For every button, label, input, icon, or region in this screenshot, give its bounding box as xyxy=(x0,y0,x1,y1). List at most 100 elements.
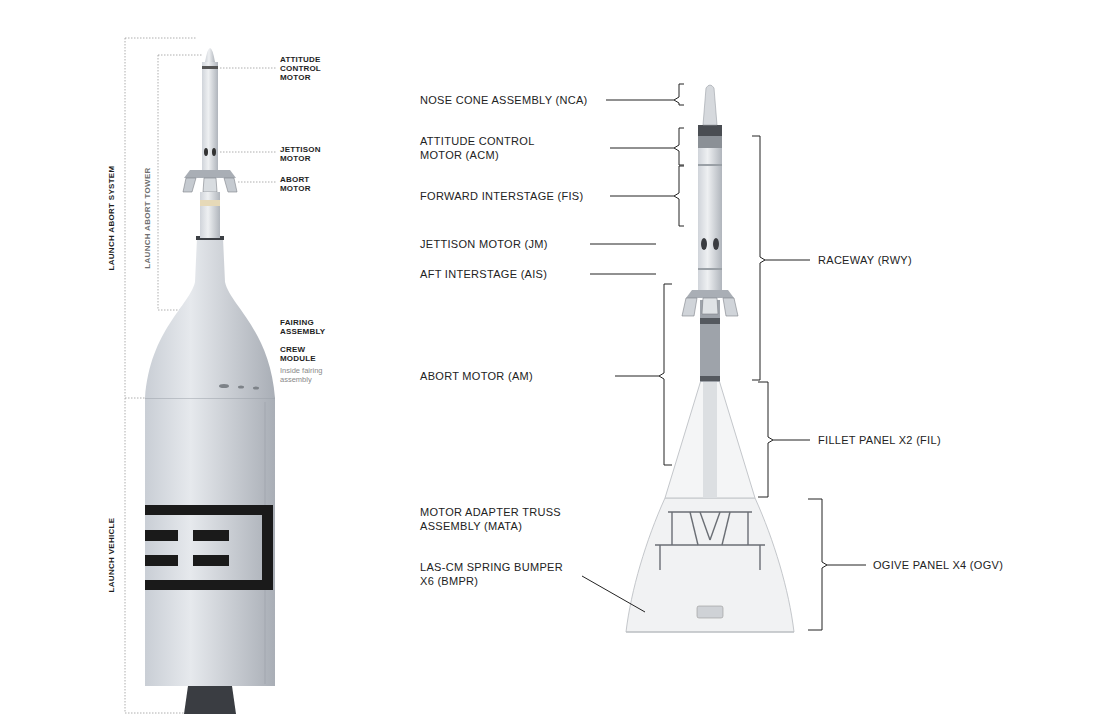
band xyxy=(202,66,218,69)
truss-member xyxy=(710,512,720,540)
leader-line xyxy=(238,182,276,183)
nose-cone xyxy=(703,85,717,125)
truss-member xyxy=(747,512,748,545)
window xyxy=(219,384,229,388)
dimension-line xyxy=(125,38,126,713)
window xyxy=(238,386,244,389)
bracket xyxy=(808,499,827,630)
bracket xyxy=(674,84,684,105)
logo-bar xyxy=(145,555,178,566)
leader-line xyxy=(220,68,276,69)
part-label: RACEWAY (RWY) xyxy=(818,253,968,267)
part-label: CREW MODULE xyxy=(280,345,340,363)
dimension-line xyxy=(158,55,159,310)
bracket xyxy=(758,382,773,497)
band xyxy=(200,200,220,206)
tower-body xyxy=(200,192,220,238)
dimension-tick xyxy=(125,38,196,39)
tower-body xyxy=(202,62,218,170)
truss-member xyxy=(659,545,660,570)
logo-frame xyxy=(145,505,273,590)
dimension-label: LAUNCH ABORT TOWER xyxy=(143,167,152,268)
part-label: FILLET PANEL X2 (FIL) xyxy=(818,433,978,447)
ogive-panel xyxy=(626,498,794,632)
nose-cone xyxy=(205,48,215,62)
bumper-box xyxy=(697,606,723,618)
leader-line xyxy=(610,196,674,197)
abort-ring xyxy=(686,290,734,298)
leader-line xyxy=(220,152,276,153)
tower-body xyxy=(698,135,722,290)
logo-bar xyxy=(145,530,178,541)
abort-nozzle xyxy=(682,298,697,316)
part-label: NOSE CONE ASSEMBLY (NCA) xyxy=(420,93,605,107)
abort-nozzle xyxy=(723,298,738,316)
truss-member xyxy=(700,512,710,540)
leader-line xyxy=(615,376,659,377)
engine-nozzle xyxy=(184,686,236,714)
part-label: JETTISON MOTOR xyxy=(280,145,332,163)
seam xyxy=(698,268,722,270)
part-label: ATTITUDE CONTROL MOTOR xyxy=(280,55,332,82)
jettison-port xyxy=(713,238,719,250)
leader-line xyxy=(606,100,674,101)
jettison-port xyxy=(204,148,208,156)
part-label: ATTITUDE CONTROL MOTOR (ACM) xyxy=(420,134,570,162)
vehicle-body xyxy=(145,398,275,686)
leader-line xyxy=(773,440,810,441)
edge xyxy=(626,631,794,632)
jettison-port xyxy=(701,238,707,250)
logo-bar xyxy=(193,530,229,541)
leader-line xyxy=(582,576,645,612)
dimension-tick xyxy=(125,713,190,714)
truss-member xyxy=(690,512,698,545)
abort-nozzle xyxy=(702,298,718,314)
part-label: ABORT MOTOR xyxy=(280,175,332,193)
band xyxy=(700,376,720,381)
truss-member xyxy=(668,511,752,512)
truss-member xyxy=(655,544,765,545)
fillet-panel xyxy=(665,380,755,498)
part-label: JETTISON MOTOR (JM) xyxy=(420,237,585,251)
truss xyxy=(655,512,765,570)
acm-band xyxy=(698,125,722,136)
leader-line xyxy=(827,565,866,566)
leader-line xyxy=(610,148,674,149)
motor-case xyxy=(703,380,717,498)
part-label: AFT INTERSTAGE (AIS) xyxy=(420,267,585,281)
launch-vehicle xyxy=(145,398,275,714)
leader-lines xyxy=(220,68,276,182)
jettison-port xyxy=(212,148,216,156)
las-exploded xyxy=(626,85,794,632)
fairing-shape xyxy=(145,238,275,398)
bracket xyxy=(674,128,684,165)
truss-member xyxy=(671,512,672,545)
note-label: Inside fairing assembly xyxy=(280,366,348,384)
bracket xyxy=(659,284,672,465)
part-label: LAS-CM SPRING BUMPER X6 (BMPR) xyxy=(420,560,578,588)
leader-line xyxy=(765,260,810,261)
bracket xyxy=(674,166,684,226)
part-label: ABORT MOTOR (AM) xyxy=(420,369,605,383)
acm-band xyxy=(698,136,722,148)
truss-member xyxy=(759,545,760,570)
part-label: OGIVE PANEL X4 (OGV) xyxy=(873,558,1033,572)
part-label: FORWARD INTERSTAGE (FIS) xyxy=(420,189,605,203)
bracket xyxy=(752,136,765,380)
band xyxy=(700,318,720,324)
part-label: MOTOR ADAPTER TRUSS ASSEMBLY (MATA) xyxy=(420,505,585,533)
truss-member xyxy=(722,512,730,545)
brackets xyxy=(582,84,866,630)
fairing xyxy=(145,236,275,398)
dimension-label: LAUNCH VEHICLE xyxy=(107,518,116,593)
dimension-tick xyxy=(125,398,145,399)
logo-bar xyxy=(193,555,229,566)
window xyxy=(253,387,259,390)
dimension-tick xyxy=(158,55,203,56)
abort-nozzle xyxy=(183,178,196,192)
abort-ring xyxy=(184,170,236,178)
leader-line xyxy=(590,274,656,275)
part-label: FAIRING ASSEMBLY xyxy=(280,318,340,336)
